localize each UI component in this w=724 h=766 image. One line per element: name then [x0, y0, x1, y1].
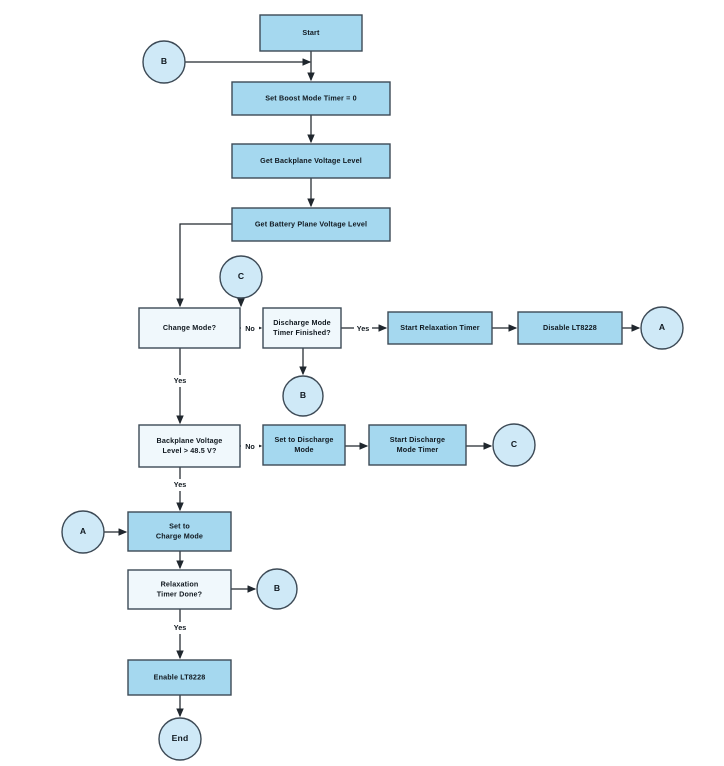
flow-edge: [176, 223, 232, 308]
node-label: B: [274, 583, 280, 593]
connector-circle: [158, 717, 202, 761]
flow-node-disable_lt[interactable]: Disable LT8228: [517, 311, 623, 345]
process-box: [231, 207, 391, 242]
edge-label: Yes: [357, 324, 369, 333]
flow-edge: Yes: [171, 348, 189, 425]
decision-box: [127, 569, 232, 610]
flow-node-enable_lt[interactable]: Enable LT8228: [127, 659, 232, 696]
flow-node-change_mode[interactable]: Change Mode?: [138, 307, 241, 349]
edge-label-backdrop: [171, 622, 189, 634]
node-label: Set Boost Mode Timer = 0: [265, 93, 357, 102]
node-label: End: [172, 733, 189, 743]
decision-box: [262, 307, 342, 349]
flow-node-conn_b_bottom[interactable]: B: [256, 568, 298, 610]
flow-node-conn_b_mid[interactable]: B: [282, 375, 324, 417]
node-label: B: [300, 390, 306, 400]
connector-circle: [142, 40, 186, 84]
flow-node-conn_b_top[interactable]: B: [142, 40, 186, 84]
node-label: Enable LT8228: [154, 672, 206, 681]
process-box: [368, 424, 467, 466]
connector-circle: [256, 568, 298, 610]
flow-edge: Yes: [171, 609, 189, 660]
process-box: [262, 424, 346, 466]
edge-line: [176, 223, 232, 308]
connector-circle: [640, 306, 684, 350]
process-box: [517, 311, 623, 345]
node-label: Start: [302, 28, 320, 37]
node-label: Get Battery Plane Voltage Level: [255, 219, 367, 228]
process-box: [259, 14, 363, 52]
decision-box: [138, 307, 241, 349]
edge-label: Yes: [174, 480, 186, 489]
flow-node-set_boost_timer[interactable]: Set Boost Mode Timer = 0: [231, 81, 391, 116]
process-box: [127, 511, 232, 552]
node-label: A: [80, 526, 86, 536]
edge-label-backdrop: [241, 323, 259, 335]
flow-node-get_battery_plane[interactable]: Get Battery Plane Voltage Level: [231, 207, 391, 242]
node-label: Start Relaxation Timer: [400, 323, 480, 332]
edge-label: No: [245, 324, 255, 333]
process-box: [387, 311, 493, 345]
connector-circle: [492, 423, 536, 467]
flow-node-conn_c_top[interactable]: C: [219, 255, 263, 299]
flow-edge: No: [240, 441, 263, 453]
edge-label-backdrop: [171, 479, 189, 491]
connector-circle: [219, 255, 263, 299]
flow-node-conn_c_right[interactable]: C: [492, 423, 536, 467]
node-label: C: [511, 439, 517, 449]
flow-node-start[interactable]: Start: [259, 14, 363, 52]
flow-edge: No: [240, 323, 263, 335]
edge-label: Yes: [174, 623, 186, 632]
edge-label: Yes: [174, 376, 186, 385]
edge-label-backdrop: [354, 323, 372, 335]
edge-label-backdrop: [171, 375, 189, 387]
flow-node-conn_a_left[interactable]: A: [61, 510, 105, 554]
flow-node-conn_a_right[interactable]: A: [640, 306, 684, 350]
flow-node-get_backplane[interactable]: Get Backplane Voltage Level: [231, 143, 391, 179]
node-label: C: [238, 271, 244, 281]
flow-node-start_relax_timer[interactable]: Start Relaxation Timer: [387, 311, 493, 345]
flow-edge: Yes: [341, 323, 388, 335]
process-box: [231, 81, 391, 116]
node-label: B: [161, 56, 167, 66]
node-label: Disable LT8228: [543, 323, 597, 332]
node-label: Change Mode?: [163, 323, 216, 332]
flow-edge: Yes: [171, 467, 189, 512]
flow-node-end[interactable]: End: [158, 717, 202, 761]
decision-box: [138, 424, 241, 468]
edge-label-backdrop: [241, 441, 259, 453]
node-label: A: [659, 322, 665, 332]
node-label: Get Backplane Voltage Level: [260, 156, 362, 165]
edge-label: No: [245, 442, 255, 451]
process-box: [127, 659, 232, 696]
process-box: [231, 143, 391, 179]
connector-circle: [282, 375, 324, 417]
connector-circle: [61, 510, 105, 554]
